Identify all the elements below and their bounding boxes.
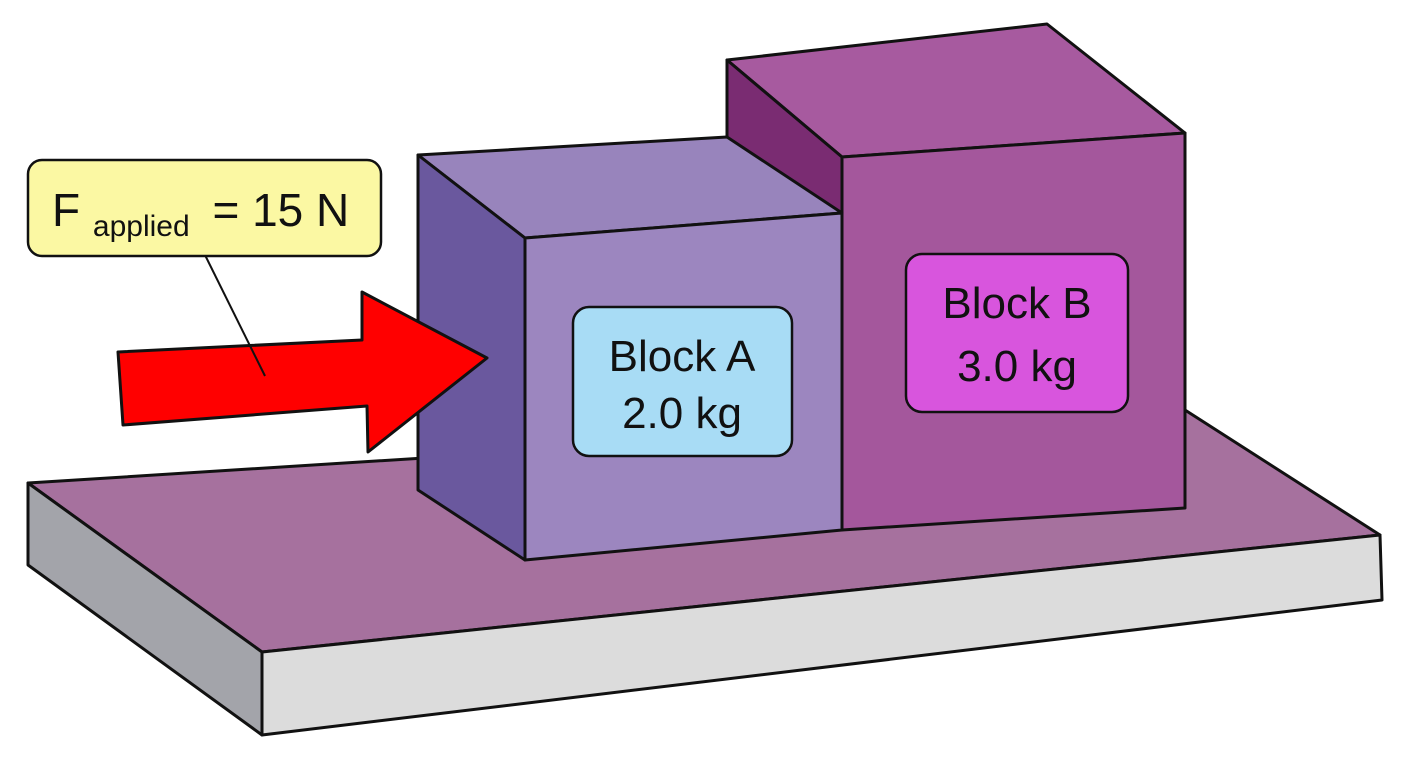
block-a-mass: 2.0 kg	[622, 389, 742, 438]
force-symbol: F	[52, 184, 80, 236]
block-a-name: Block A	[609, 332, 756, 381]
force-arrow	[116, 290, 489, 454]
force-label-box	[26, 158, 383, 258]
force-label-leader	[204, 254, 266, 377]
force-label-text: F applied = 15 N	[52, 184, 349, 246]
block-b-name: Block B	[942, 279, 1091, 328]
block-a-label: Block A 2.0 kg	[571, 305, 794, 458]
force-value: = 15 N	[212, 184, 349, 236]
block-b-label-box	[904, 252, 1130, 414]
block-a-label-box	[571, 305, 794, 458]
block-b-label: Block B 3.0 kg	[904, 252, 1130, 414]
block-b-mass: 3.0 kg	[957, 342, 1077, 391]
force-label: F applied = 15 N	[26, 158, 383, 258]
force-subscript: applied	[93, 210, 190, 243]
table-side-front	[260, 533, 1384, 737]
